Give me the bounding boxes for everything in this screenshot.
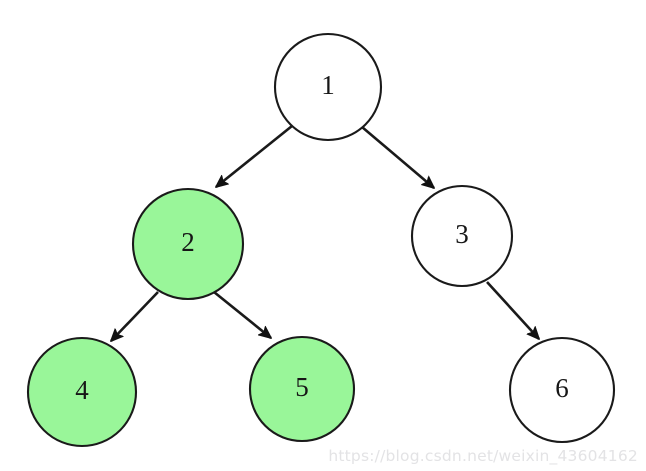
- edge-line-n2-to-n4: [111, 291, 159, 341]
- node-label-5: 5: [295, 372, 309, 402]
- node-circle-3[interactable]: [410, 184, 514, 288]
- edges-layer: [111, 124, 539, 341]
- node-circle-2[interactable]: [131, 187, 245, 301]
- tree-node-2[interactable]: 2: [131, 187, 245, 301]
- node-circle-1[interactable]: [273, 32, 383, 142]
- tree-edge: [216, 124, 293, 187]
- node-circle-6[interactable]: [508, 336, 616, 444]
- nodes-layer: 1 2 3 4 5 6: [26, 32, 616, 448]
- tree-node-4[interactable]: 4: [26, 336, 138, 448]
- node-label-3: 3: [455, 219, 469, 249]
- tree-node-1[interactable]: 1: [273, 32, 383, 142]
- edge-line-n2-to-n5: [213, 290, 271, 338]
- node-label-1: 1: [321, 70, 335, 100]
- tree-node-6[interactable]: 6: [508, 336, 616, 444]
- watermark: https://blog.csdn.net/weixin_43604162: [328, 447, 638, 465]
- edge-line-n1-to-n3: [361, 126, 434, 188]
- tree-node-3[interactable]: 3: [410, 184, 514, 288]
- node-label-2: 2: [181, 227, 195, 257]
- edge-line-n3-to-n6: [486, 281, 539, 339]
- node-circle-4[interactable]: [26, 336, 138, 448]
- node-label-4: 4: [75, 375, 89, 405]
- edge-line-n1-to-n2: [216, 124, 293, 187]
- tree-edge: [111, 291, 159, 341]
- tree-node-5[interactable]: 5: [248, 335, 356, 443]
- tree-edge: [486, 281, 539, 339]
- node-circle-5[interactable]: [248, 335, 356, 443]
- tree-edge: [361, 126, 434, 188]
- node-label-6: 6: [555, 373, 569, 403]
- tree-edge: [213, 290, 271, 338]
